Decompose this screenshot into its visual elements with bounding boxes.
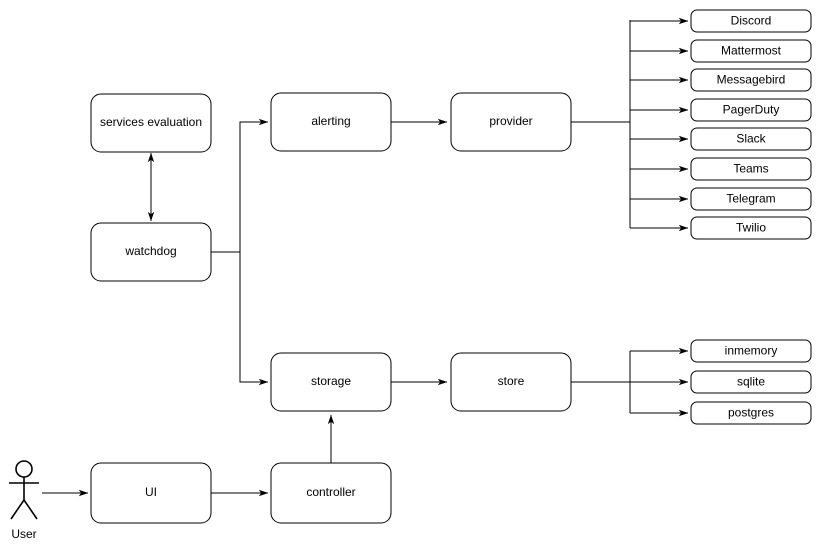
store-node-label: postgres (728, 406, 774, 420)
provider-node[interactable]: Slack (690, 127, 812, 151)
node-layer: services evaluation watchdog alerting pr… (90, 92, 572, 524)
store-label: store (498, 374, 525, 388)
ui-box[interactable] (90, 462, 212, 524)
controller-box[interactable] (270, 462, 392, 524)
node-storage[interactable]: storage (270, 352, 392, 412)
provider-node-box[interactable] (690, 187, 812, 211)
provider-node-box[interactable] (690, 9, 812, 33)
node-store[interactable]: store (450, 352, 572, 412)
actor-leg-right-icon (23, 499, 38, 520)
store-branch-layer (630, 347, 689, 417)
actor-user-label: User (11, 527, 36, 541)
node-alerting[interactable]: alerting (270, 92, 392, 152)
actor-head-icon (15, 460, 33, 478)
provider-node-box[interactable] (690, 68, 812, 92)
services-evaluation-label: services evaluation (100, 115, 202, 129)
node-controller[interactable]: controller (270, 462, 392, 524)
ui-label: UI (145, 485, 157, 499)
provider-node-layer: DiscordMattermostMessagebirdPagerDutySla… (690, 9, 812, 240)
watchdog-box[interactable] (90, 222, 212, 282)
storage-label: storage (311, 374, 351, 388)
store-node[interactable]: inmemory (690, 339, 812, 363)
edge-layer (42, 20, 631, 497)
store-node-box[interactable] (690, 370, 812, 394)
services-evaluation-box[interactable] (90, 93, 212, 153)
provider-node-label: Mattermost (721, 44, 782, 58)
provider-node[interactable]: Discord (690, 9, 812, 33)
watchdog-label: watchdog (124, 244, 176, 258)
provider-node[interactable]: Telegram (690, 187, 812, 211)
edge-watchdog-alerting (211, 118, 269, 253)
node-provider[interactable]: provider (450, 92, 572, 152)
store-box[interactable] (450, 352, 572, 412)
storage-box[interactable] (270, 352, 392, 412)
node-services-evaluation[interactable]: services evaluation (90, 93, 212, 153)
provider-node[interactable]: Messagebird (690, 68, 812, 92)
provider-node-label: Teams (733, 162, 768, 176)
provider-label: provider (489, 114, 532, 128)
provider-node-label: Slack (736, 132, 766, 146)
provider-node[interactable]: Teams (690, 157, 812, 181)
alerting-box[interactable] (270, 92, 392, 152)
provider-node-label: Twilio (736, 221, 766, 235)
provider-node-label: Discord (731, 14, 772, 28)
store-node-layer: inmemory sqlite postgres (690, 339, 812, 425)
store-node-box[interactable] (690, 339, 812, 363)
actor-user[interactable]: User (9, 460, 39, 541)
node-ui[interactable]: UI (90, 462, 212, 524)
provider-node-label: Telegram (726, 192, 775, 206)
provider-node-box[interactable] (690, 216, 812, 240)
provider-branch-layer (630, 17, 689, 232)
store-node-label: sqlite (737, 375, 765, 389)
actor-leg-left-icon (10, 499, 25, 520)
store-node[interactable]: sqlite (690, 370, 812, 394)
store-node[interactable]: postgres (690, 401, 812, 425)
node-watchdog[interactable]: watchdog (90, 222, 212, 282)
provider-node[interactable]: Mattermost (690, 39, 812, 63)
provider-node[interactable]: Twilio (690, 216, 812, 240)
provider-node-label: PagerDuty (723, 103, 780, 117)
controller-label: controller (306, 485, 355, 499)
provider-node-box[interactable] (690, 39, 812, 63)
provider-node-box[interactable] (690, 157, 812, 181)
edge-watchdog-storage (211, 251, 269, 386)
provider-node-box[interactable] (690, 127, 812, 151)
provider-box[interactable] (450, 92, 572, 152)
provider-node-box[interactable] (690, 98, 812, 122)
alerting-label: alerting (311, 114, 350, 128)
store-node-box[interactable] (690, 401, 812, 425)
provider-node-label: Messagebird (717, 73, 786, 87)
store-node-label: inmemory (725, 344, 778, 358)
provider-node[interactable]: PagerDuty (690, 98, 812, 122)
